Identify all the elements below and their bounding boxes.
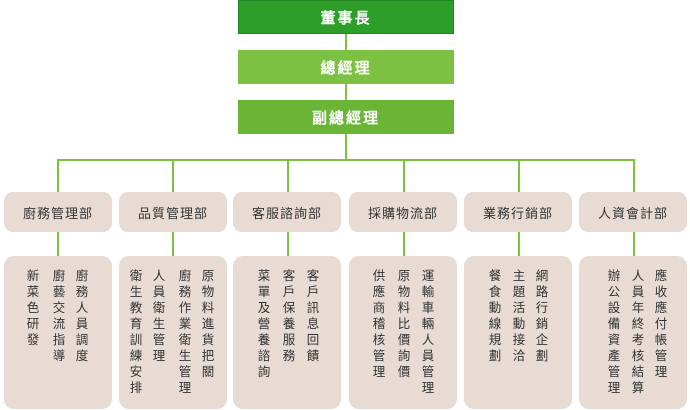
department-label: 採購物流部	[367, 206, 438, 222]
connector-dept-duty	[633, 232, 635, 256]
department-label: 廚務管理部	[22, 206, 93, 222]
duty-item: 主題活動接洽	[512, 268, 526, 363]
department-label: 客服諮詢部	[251, 206, 322, 222]
connector-drop	[518, 159, 520, 192]
department-box: 客服諮詢部	[233, 192, 341, 232]
department-box: 品質管理部	[119, 192, 227, 232]
connector-drop	[172, 159, 174, 192]
department-box: 人資會計部	[579, 192, 687, 232]
duty-item: 人員年終考核結算	[631, 268, 645, 395]
duty-item: 辦公設備資產管理	[607, 268, 621, 395]
duty-item: 菜單及營養諮詢	[257, 268, 271, 379]
duties-box: 運輸車輛人員管理 原物料比價詢價 供應商稽核管理	[349, 256, 457, 409]
duty-item: 客戶保養服務	[282, 268, 296, 363]
connector-vgm-bus	[345, 134, 347, 160]
duties-box: 應收應付帳管理 人員年終考核結算 辦公設備資產管理	[579, 256, 687, 409]
duty-item: 原物料比價詢價	[397, 268, 411, 379]
department-label: 品質管理部	[137, 206, 208, 222]
general-manager-label: 總經理	[320, 58, 372, 77]
duty-item: 應收應付帳管理	[654, 268, 668, 379]
general-manager-box: 總經理	[238, 50, 454, 84]
connector-dept-duty	[403, 232, 405, 256]
duty-item: 原物料進貨把關	[201, 268, 215, 379]
department-label: 人資會計部	[597, 206, 668, 222]
duties-box: 原物料進貨把關 廚務作業衛生管理 人員衛生管理 衛生教育訓練安排	[119, 256, 227, 409]
duties-box: 廚務人員調度 廚藝交流指導 新菜色研發	[4, 256, 112, 409]
duty-item: 運輸車輛人員管理	[421, 268, 435, 395]
chairman-label: 董事長	[320, 8, 372, 27]
connector-drop	[633, 159, 635, 192]
duty-item: 餐食動線規劃	[488, 268, 502, 363]
duty-item: 廚務人員調度	[75, 268, 89, 363]
duty-item: 廚務作業衛生管理	[178, 268, 192, 395]
chairman-box: 董事長	[238, 0, 454, 34]
department-box: 採購物流部	[349, 192, 457, 232]
connector-gm-vgm	[345, 84, 347, 100]
department-box: 業務行銷部	[464, 192, 572, 232]
duty-item: 人員衛生管理	[152, 268, 166, 363]
connector-dept-duty	[172, 232, 174, 256]
connector-drop	[57, 159, 59, 192]
connector-bus	[57, 159, 635, 161]
duty-item: 新菜色研發	[26, 268, 40, 347]
department-label: 業務行銷部	[482, 206, 553, 222]
duty-item: 網路行銷企劃	[535, 268, 549, 363]
duties-box: 網路行銷企劃 主題活動接洽 餐食動線規劃	[464, 256, 572, 409]
department-box: 廚務管理部	[4, 192, 112, 232]
duty-item: 衛生教育訓練安排	[129, 268, 143, 395]
duty-item: 廚藝交流指導	[52, 268, 66, 363]
connector-dept-duty	[57, 232, 59, 256]
connector-chair-gm	[345, 34, 347, 50]
vice-general-manager-label: 副總經理	[311, 108, 380, 127]
duties-box: 客戶訊息回饋 客戶保養服務 菜單及營養諮詢	[233, 256, 341, 409]
connector-dept-duty	[518, 232, 520, 256]
connector-drop	[287, 159, 289, 192]
connector-dept-duty	[287, 232, 289, 256]
vice-general-manager-box: 副總經理	[238, 100, 454, 134]
connector-drop	[403, 159, 405, 192]
duty-item: 供應商稽核管理	[372, 268, 386, 379]
duty-item: 客戶訊息回饋	[306, 268, 320, 363]
